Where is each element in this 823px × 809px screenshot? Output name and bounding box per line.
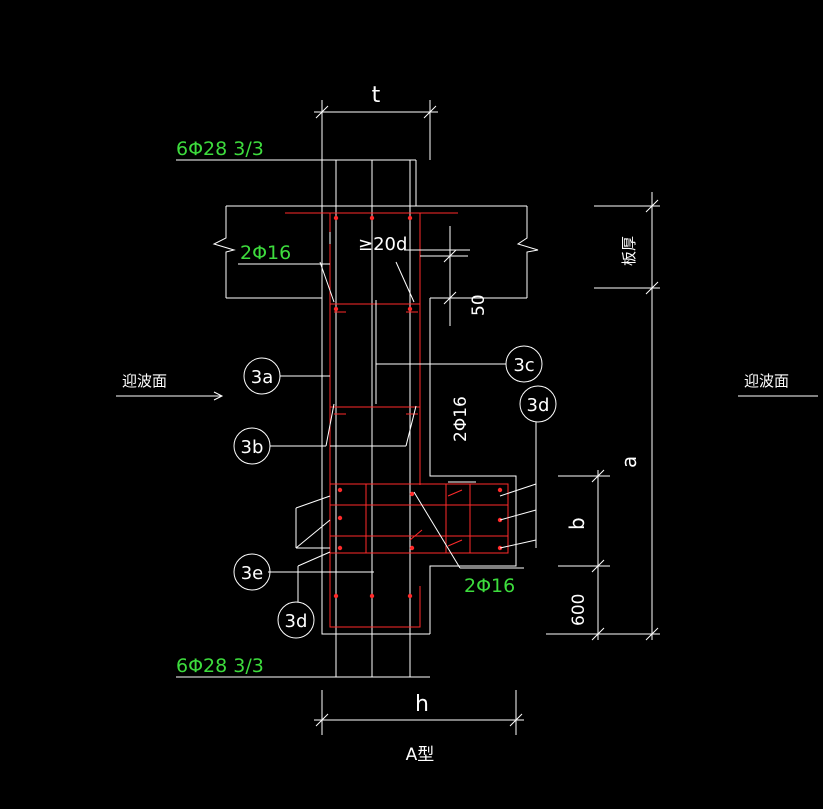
callout-3a: 3a [251, 367, 273, 388]
callout-3d-right: 3d [527, 395, 550, 416]
callout-3b: 3b [241, 437, 264, 458]
dimension-lines [314, 100, 660, 735]
callout-circles [233, 345, 557, 639]
main-rebar-bottom-label: 6Φ28 3/3 [176, 655, 264, 677]
main-rebar-top-label: 6Φ28 3/3 [176, 138, 264, 160]
slab-thickness-label: 板厚 [620, 236, 638, 266]
callout-3e: 3e [241, 563, 264, 584]
rebar-dots [333, 215, 503, 599]
wave-face-left-label: 迎波面 [122, 372, 167, 390]
reinforcement [285, 212, 509, 628]
concrete-outline [176, 159, 539, 678]
dim-a-label: a [617, 456, 641, 468]
dim-50-label: 50 [469, 294, 489, 316]
callout-3d-left: 3d [285, 611, 308, 632]
callout-3c: 3c [513, 355, 534, 376]
dim-h-label: h [415, 692, 429, 717]
type-label: A型 [406, 745, 435, 765]
leader-lines [116, 261, 818, 602]
dim-600-label: 600 [569, 594, 589, 626]
lower-rebar-label: 2Φ16 [464, 575, 515, 597]
dim-t-label: t [372, 83, 381, 108]
anchor-length-label: ≥20d [358, 234, 407, 255]
dim-b-label: b [565, 517, 589, 530]
vertical-rebar-label: 2Φ16 [451, 396, 471, 442]
slab-rebar-label: 2Φ16 [240, 242, 291, 264]
wave-face-right-label: 迎波面 [744, 372, 789, 390]
